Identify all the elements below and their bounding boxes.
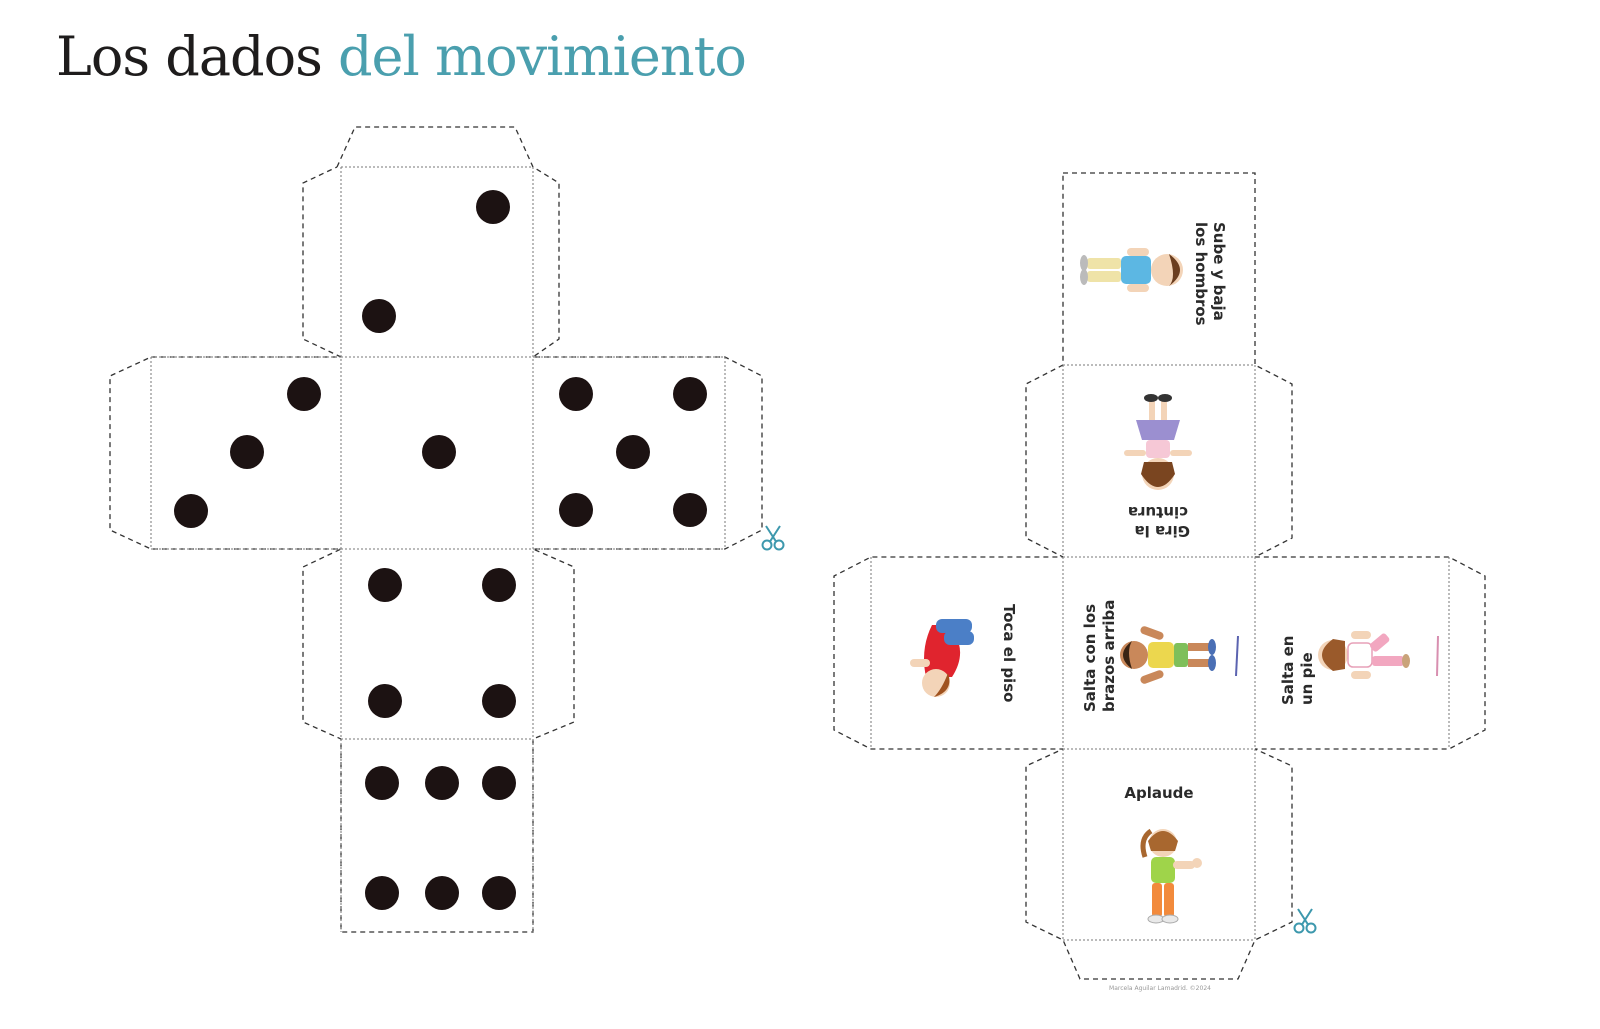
action-label-line2: cintura bbox=[1128, 503, 1188, 521]
figure-boy-red-shirt bbox=[910, 619, 974, 697]
die-face bbox=[174, 377, 321, 528]
action-label-line1: Aplaude bbox=[1124, 784, 1193, 802]
action-face-one-foot: Salta en un pie bbox=[1279, 631, 1439, 705]
figure-girl-purple-skirt bbox=[1124, 394, 1192, 490]
motion-line bbox=[1436, 635, 1439, 677]
pip bbox=[425, 766, 459, 800]
title-part-2: del movimiento bbox=[337, 25, 747, 88]
figure-girl-pink-shirt bbox=[1318, 631, 1410, 679]
action-face-clap: Aplaude bbox=[1124, 784, 1202, 924]
action-face-shoulders: Sube y baja los hombros bbox=[1080, 222, 1228, 326]
action-label-line1: Salta con los bbox=[1081, 604, 1099, 712]
title-part-1: Los dados bbox=[56, 25, 323, 88]
pip bbox=[559, 493, 593, 527]
pip bbox=[476, 190, 510, 224]
action-label-line1: Toca el piso bbox=[1000, 604, 1018, 702]
die-face bbox=[362, 190, 510, 333]
action-label-line1: Gira la bbox=[1135, 522, 1190, 540]
pip bbox=[425, 876, 459, 910]
pip bbox=[230, 435, 264, 469]
action-label-line2: los hombros bbox=[1192, 222, 1210, 326]
die-face bbox=[422, 435, 456, 469]
scissors-icon bbox=[1293, 908, 1317, 934]
number-die-cut-line bbox=[109, 126, 763, 933]
scissors-icon bbox=[761, 525, 785, 551]
figure-girl-green-shirt bbox=[1140, 828, 1202, 924]
pip bbox=[616, 435, 650, 469]
die-face bbox=[559, 377, 707, 527]
action-face-jump-arms: Salta con los brazos arriba bbox=[1081, 600, 1239, 712]
pip bbox=[365, 876, 399, 910]
pip bbox=[482, 876, 516, 910]
pip bbox=[174, 494, 208, 528]
pip bbox=[482, 766, 516, 800]
action-label-line2: brazos arriba bbox=[1100, 600, 1118, 712]
figure-boy-yellow-shirt bbox=[1120, 626, 1216, 684]
pip bbox=[482, 684, 516, 718]
number-die-fold-lines bbox=[150, 166, 726, 932]
pip bbox=[559, 377, 593, 411]
pip bbox=[287, 377, 321, 411]
credit-text: Marcela Aguilar Lamadrid. ©2024 bbox=[1109, 985, 1211, 992]
pip bbox=[368, 684, 402, 718]
action-die-cut-line bbox=[833, 172, 1486, 980]
number-die-net bbox=[109, 126, 785, 933]
action-die-net: Sube y baja los hombros Gira la cintura bbox=[833, 172, 1486, 992]
pip bbox=[368, 568, 402, 602]
pip bbox=[362, 299, 396, 333]
action-label-line1: Sube y baja bbox=[1210, 222, 1228, 321]
action-face-touch-floor: Toca el piso bbox=[910, 604, 1018, 702]
action-label-line2: un pie bbox=[1298, 652, 1316, 705]
action-label-line1: Salta en bbox=[1279, 636, 1297, 705]
pip bbox=[673, 493, 707, 527]
motion-line bbox=[1235, 635, 1239, 677]
pip bbox=[422, 435, 456, 469]
page-title: Los dados del movimiento bbox=[56, 22, 747, 92]
die-face bbox=[365, 766, 516, 910]
action-face-waist: Gira la cintura bbox=[1124, 394, 1192, 540]
pip bbox=[673, 377, 707, 411]
pip bbox=[365, 766, 399, 800]
pip bbox=[482, 568, 516, 602]
figure-boy-blue-shirt bbox=[1080, 248, 1183, 292]
action-die-fold-lines bbox=[870, 364, 1450, 941]
die-face bbox=[368, 568, 516, 718]
